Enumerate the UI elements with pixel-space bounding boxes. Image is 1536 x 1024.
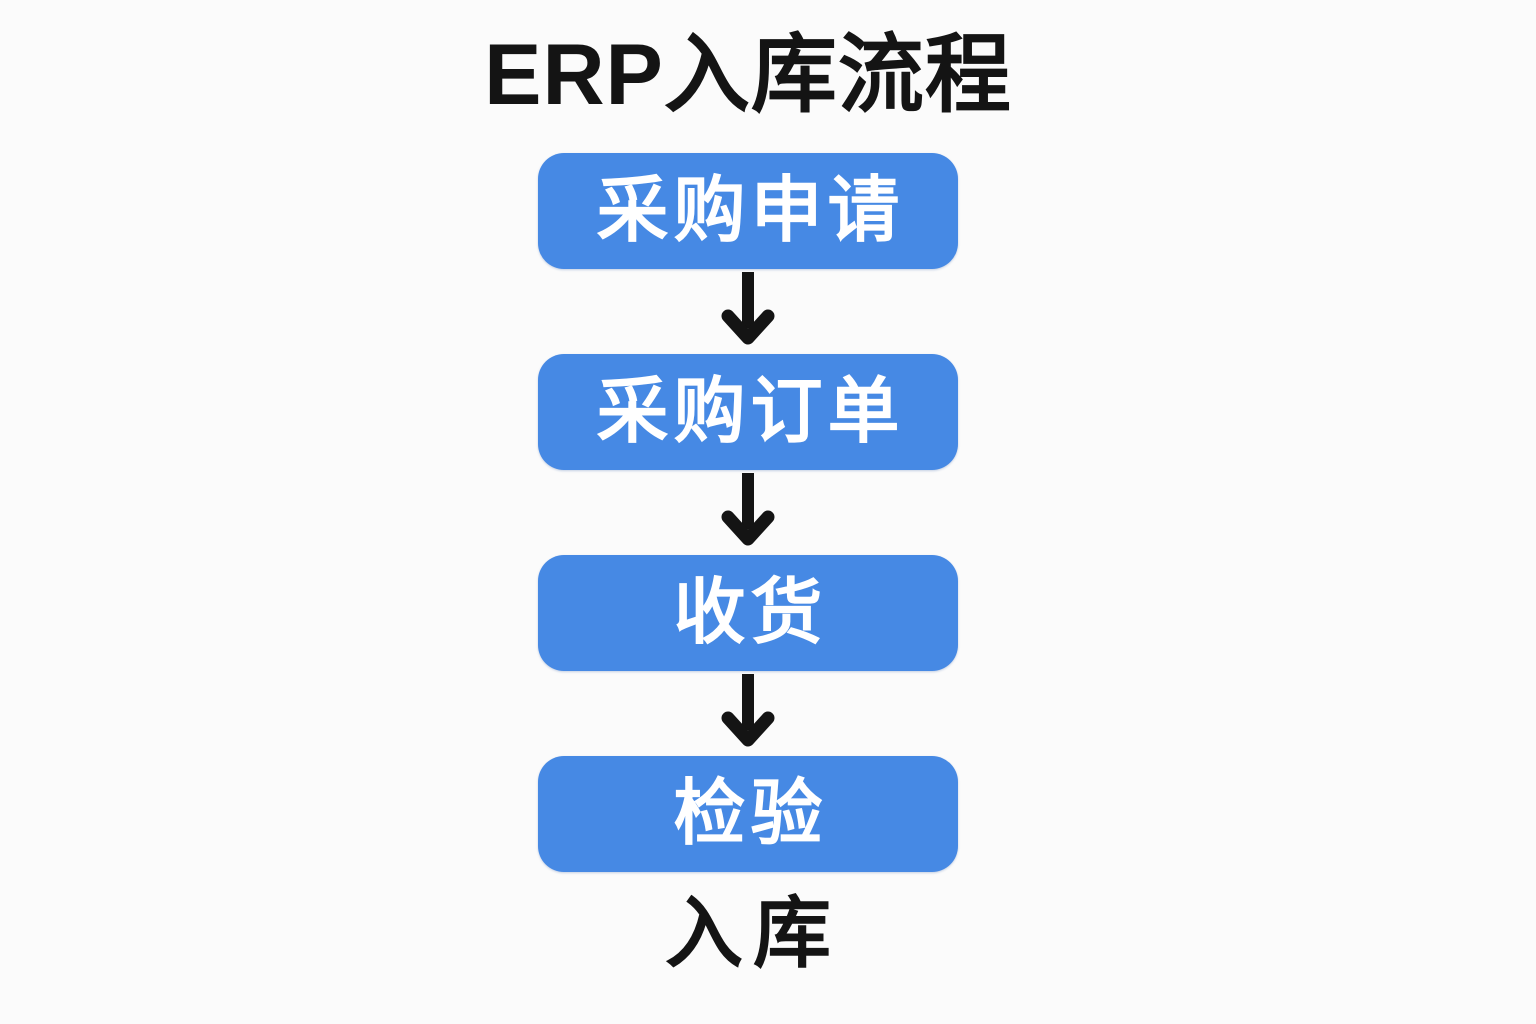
flow-step-label: 采购订单 (596, 371, 905, 452)
final-step-label: 入库 (664, 888, 841, 977)
diagram-title: ERP入库流程 (484, 27, 1012, 123)
flow-step-purchase-order: 采购订单 (538, 353, 958, 470)
flow-step-receiving: 收货 (538, 554, 958, 671)
flow-steps: 采购申请 采购订单 收货 检验 (538, 152, 958, 872)
flow-step-purchase-request: 采购申请 (538, 152, 958, 269)
flow-step-label: 采购申请 (596, 170, 905, 251)
down-arrow-icon (721, 472, 775, 546)
flow-column: ERP入库流程 采购申请 采购订单 收货 (484, 0, 1012, 972)
down-arrow-icon (721, 673, 775, 747)
flow-step-inspection: 检验 (538, 755, 958, 872)
flow-step-label: 检验 (673, 773, 828, 854)
flow-step-label: 收货 (673, 572, 828, 653)
down-arrow-icon (721, 271, 775, 345)
